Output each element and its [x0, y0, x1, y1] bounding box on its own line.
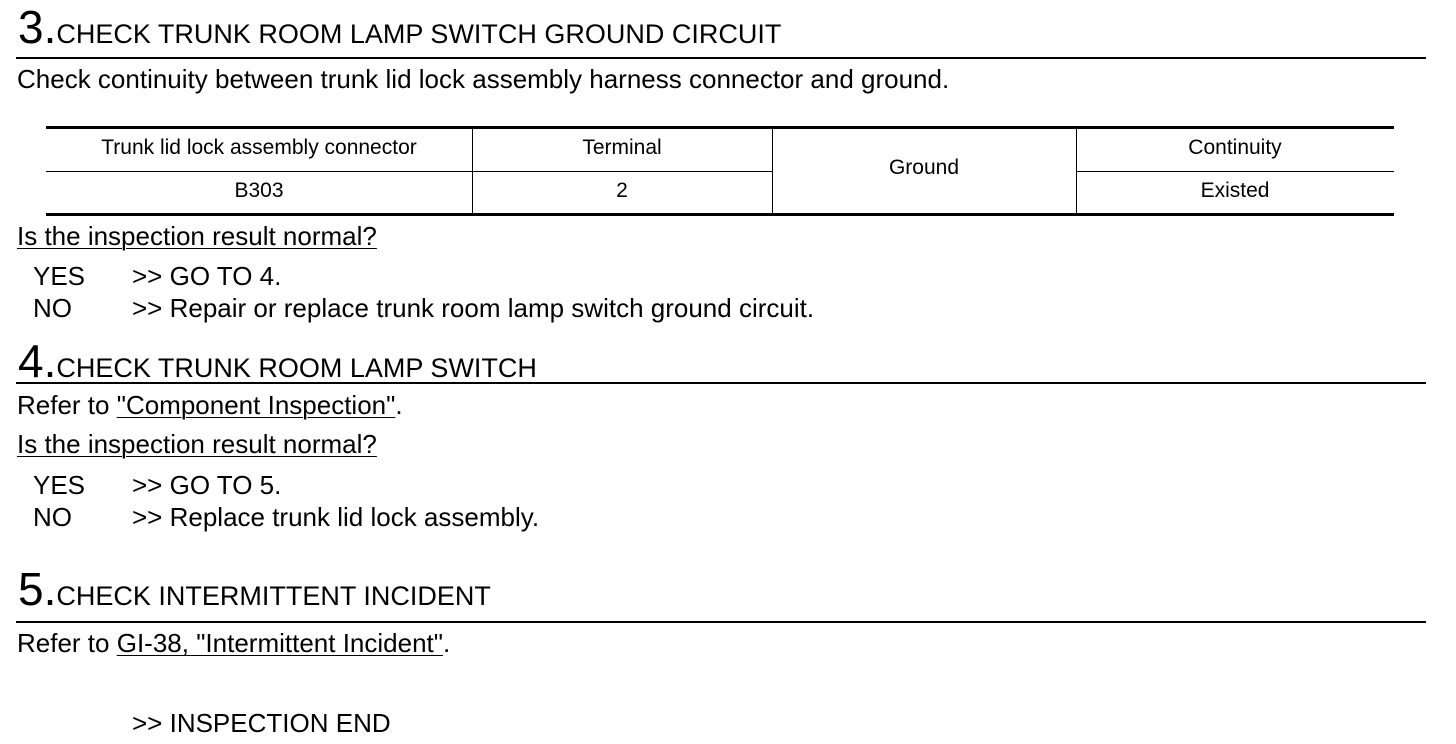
step4-question: Is the inspection result normal?: [17, 429, 377, 459]
cell-terminal: 2: [616, 179, 628, 202]
step3-no-label: NO: [33, 293, 72, 323]
step3-yes-label: YES: [33, 261, 86, 291]
step5-refer-suffix: .: [443, 628, 451, 658]
cell-continuity: Existed: [1200, 179, 1270, 202]
step4-rule: [16, 382, 1426, 384]
step4-refer-prefix: Refer to: [17, 390, 117, 420]
table-middle-border: [46, 171, 773, 172]
step4-refer: Refer to "Component Inspection".: [17, 392, 403, 418]
step5-title: CHECK INTERMITTENT INCIDENT: [56, 581, 491, 611]
step4-number: 4.: [18, 335, 57, 387]
component-inspection-link[interactable]: "Component Inspection": [116, 390, 396, 420]
intermittent-incident-link[interactable]: GI-38, "Intermittent Incident": [116, 628, 443, 658]
step4-no-action: >> Replace trunk lid lock assembly.: [132, 502, 540, 532]
step5-refer-prefix: Refer to: [17, 628, 117, 658]
table-divider-3: [1076, 129, 1077, 213]
header-connector: Trunk lid lock assembly connector: [101, 136, 417, 159]
table-top-border: [46, 126, 1394, 129]
step4-title: CHECK TRUNK ROOM LAMP SWITCH: [56, 353, 537, 383]
step3-no-action: >> Repair or replace trunk room lamp swi…: [132, 293, 815, 323]
header-continuity: Continuity: [1188, 136, 1282, 159]
step3-question: Is the inspection result normal?: [17, 221, 377, 251]
step3-yes-action: >> GO TO 4.: [132, 261, 282, 291]
header-ground: Ground: [888, 156, 960, 179]
step5-refer: Refer to GI-38, "Intermittent Incident".: [17, 630, 450, 656]
continuity-table: Trunk lid lock assembly connector Termin…: [46, 126, 1394, 216]
cell-connector: B303: [234, 179, 284, 202]
step4-refer-suffix: .: [395, 390, 403, 420]
table-bottom-border: [46, 213, 1394, 216]
step4-yes-action: >> GO TO 5.: [132, 470, 282, 500]
step3-title: CHECK TRUNK ROOM LAMP SWITCH GROUND CIRC…: [56, 19, 782, 49]
table-divider-1: [472, 129, 473, 213]
step3-rule: [16, 57, 1426, 59]
step4-heading: 4.CHECK TRUNK ROOM LAMP SWITCH: [18, 338, 537, 384]
step3-number: 3.: [18, 1, 57, 53]
header-terminal: Terminal: [582, 136, 662, 159]
step5-number: 5.: [18, 563, 57, 615]
step4-yes-label: YES: [33, 470, 86, 500]
step5-rule: [16, 621, 1426, 623]
step3-heading: 3.CHECK TRUNK ROOM LAMP SWITCH GROUND CI…: [18, 4, 781, 50]
table-divider-2: [772, 129, 773, 213]
step5-heading: 5.CHECK INTERMITTENT INCIDENT: [18, 566, 491, 612]
table-middle-border-right: [1076, 171, 1394, 172]
step3-instruction: Check continuity between trunk lid lock …: [17, 64, 950, 94]
inspection-end: >> INSPECTION END: [132, 708, 391, 738]
step4-no-label: NO: [33, 502, 72, 532]
